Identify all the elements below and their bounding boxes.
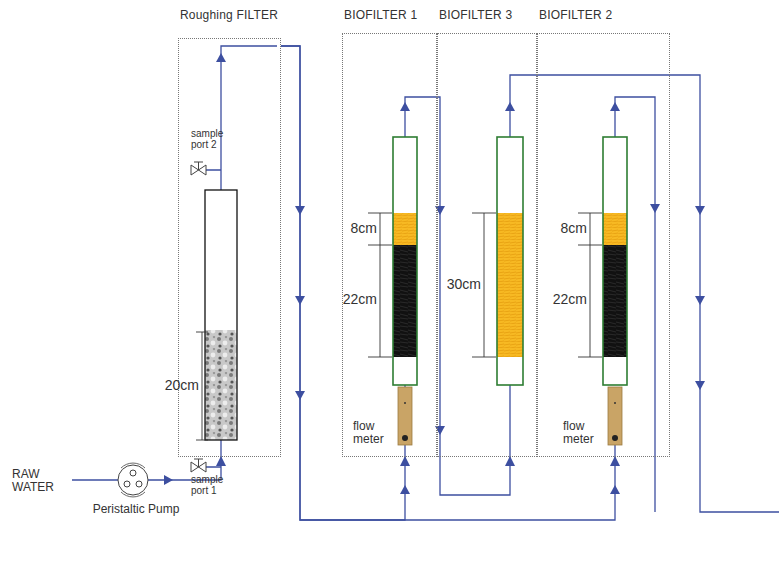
- filter-group: BIOFILTER 2: [537, 8, 670, 457]
- flow-arrow: [650, 204, 660, 213]
- part-label: sample port 1: [191, 474, 233, 496]
- pump-symbol: [78, 462, 190, 502]
- flow-arrow: [400, 102, 410, 111]
- flow-arrow: [695, 296, 705, 305]
- pump-node: Peristaltic Pump: [78, 462, 194, 522]
- group-heading: Roughing FILTER: [180, 8, 278, 22]
- dimension-label: 8cm: [561, 221, 587, 236]
- flow-arrow: [695, 381, 705, 390]
- group-heading: BIOFILTER 2: [539, 8, 612, 22]
- pump-label: Peristaltic Pump: [78, 502, 194, 516]
- flow-arrow: [695, 206, 705, 215]
- filter-group: BIOFILTER 3: [437, 8, 537, 457]
- part-label: flow meter: [563, 420, 605, 446]
- flow-arrow: [610, 102, 620, 111]
- flow-arrow: [505, 102, 515, 111]
- dotted-frame: [537, 33, 670, 457]
- dotted-frame: [342, 33, 437, 457]
- part-label: RAW WATER: [12, 468, 64, 494]
- pipe-connector: [437, 97, 510, 495]
- dotted-frame: [437, 33, 537, 457]
- part-label: sample port 2: [191, 128, 233, 150]
- flow-arrow: [216, 53, 226, 62]
- dimension-label: 22cm: [343, 292, 377, 307]
- group-heading: BIOFILTER 3: [439, 8, 512, 22]
- group-heading: BIOFILTER 1: [344, 8, 417, 22]
- dotted-frame: [178, 38, 281, 457]
- dimension-label: 22cm: [553, 292, 587, 307]
- dimension-label: 30cm: [447, 277, 481, 292]
- pipe-connector: [281, 46, 615, 520]
- dimension-label: 20cm: [165, 378, 199, 393]
- part-label: flow meter: [353, 420, 395, 446]
- dimension-label: 8cm: [351, 221, 377, 236]
